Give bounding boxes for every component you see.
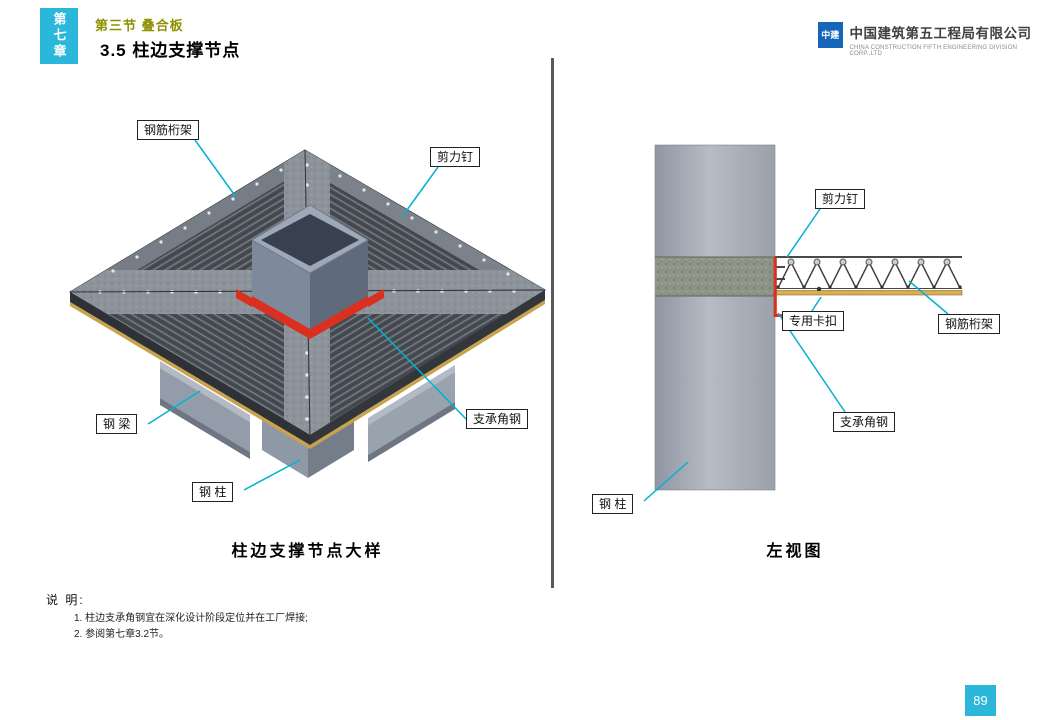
company-names: 中国建筑第五工程局有限公司 CHINA CONSTRUCTION FIFTH E… bbox=[850, 22, 1040, 57]
notes-block: 说 明: 1. 柱边支承角钢宜在深化设计阶段定位并在工厂焊接; 2. 参阅第七章… bbox=[46, 591, 308, 643]
support-angle-red bbox=[773, 257, 788, 317]
truss-zigzag bbox=[777, 260, 961, 290]
left-figure-caption: 柱边支撑节点大样 bbox=[231, 543, 384, 560]
label-steel-beam: 钢 梁 bbox=[96, 414, 138, 434]
slab-section bbox=[774, 256, 963, 296]
steel-column-rect bbox=[654, 144, 776, 491]
company-name-cn: 中国建筑第五工程局有限公司 bbox=[849, 26, 1032, 41]
chapter-tab: 第七章 bbox=[40, 8, 78, 64]
label-shear-stud: 剪力钉 bbox=[815, 189, 866, 209]
note-item-2: 2. 参阅第七章3.2节。 bbox=[74, 629, 170, 640]
truss-bottom-chords bbox=[776, 285, 962, 289]
leader-support-angle bbox=[367, 317, 467, 420]
company-name-en: CHINA CONSTRUCTION FIFTH ENGINEERING DIV… bbox=[849, 45, 1018, 57]
support-angle-base bbox=[252, 296, 368, 339]
note-item-1: 1. 柱边支承角钢宜在深化设计阶段定位并在工厂焊接; bbox=[74, 613, 308, 624]
steel-beam-left bbox=[160, 361, 250, 459]
logo-glyph: 中建 bbox=[821, 29, 840, 40]
leader-steel-column bbox=[243, 459, 301, 491]
support-angle-red bbox=[236, 289, 384, 307]
label-support-angle: 支承角钢 bbox=[833, 412, 896, 432]
company-header: 中建 中国建筑第五工程局有限公司 CHINA CONSTRUCTION FIFT… bbox=[818, 22, 1040, 57]
chapter-tab-label: 第七章 bbox=[51, 12, 67, 60]
steel-column-cube bbox=[251, 204, 369, 335]
isometric-diagram bbox=[69, 139, 546, 491]
notes-heading: 说 明: bbox=[46, 593, 85, 607]
label-truss: 钢筋桁架 bbox=[137, 120, 200, 140]
page-title: 3.5 柱边支撑节点 bbox=[100, 41, 241, 60]
form-board bbox=[774, 290, 963, 296]
steel-beam-right bbox=[368, 365, 455, 462]
label-shear-stud: 剪力钉 bbox=[430, 147, 481, 167]
label-steel-column: 钢 柱 bbox=[592, 494, 634, 514]
right-figure-caption: 左视图 bbox=[766, 543, 824, 560]
label-truss: 钢筋桁架 bbox=[938, 314, 1001, 334]
leader-lines bbox=[147, 139, 467, 491]
figure-side-view: 剪力钉 专用卡扣 钢筋桁架 支承角钢 钢 柱 左视图 bbox=[560, 85, 1030, 575]
truss-top-chords bbox=[787, 258, 951, 266]
concrete-band bbox=[655, 256, 775, 297]
leader-truss bbox=[908, 280, 949, 315]
side-view-diagram bbox=[643, 144, 963, 502]
leader-special-clip bbox=[811, 296, 822, 312]
leader-steel-column bbox=[643, 461, 689, 502]
leader-steel-beam bbox=[147, 390, 201, 425]
section-label: 第三节 叠合板 bbox=[95, 18, 184, 33]
leader-truss bbox=[194, 139, 237, 198]
page-number-badge: 89 bbox=[965, 685, 996, 716]
label-special-clip: 专用卡扣 bbox=[782, 311, 845, 331]
leader-shear-stud bbox=[786, 208, 821, 258]
label-steel-column: 钢 柱 bbox=[192, 482, 234, 502]
leader-lines bbox=[643, 208, 949, 502]
company-logo-icon: 中建 bbox=[818, 22, 843, 48]
figure-divider bbox=[551, 58, 554, 588]
figure-isometric-node: 钢筋桁架 剪力钉 钢 梁 支承角钢 钢 柱 柱边支撑节点大样 bbox=[40, 85, 555, 575]
label-support-angle: 支承角钢 bbox=[466, 409, 529, 429]
special-clip-mark bbox=[816, 286, 822, 292]
leader-shear-stud bbox=[401, 166, 439, 218]
